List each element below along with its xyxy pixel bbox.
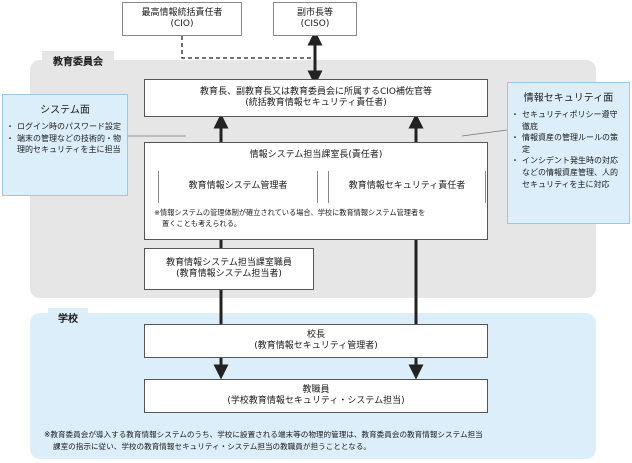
security-side-item: インシデント発生時の対応などの情報資産管理、人的セキュリティを主に対応 (511, 155, 625, 190)
cio-abbr: (CIO) (170, 19, 194, 29)
system-side-title: システム面 (40, 105, 90, 116)
school-staff-box: 教職員 (学校教育情報セキュリティ・システム担当) (144, 379, 488, 413)
security-side-item: セキュリティポリシー遵守徹底 (511, 109, 625, 132)
cio-title: 最高情報統括責任者 (141, 7, 223, 18)
system-side-item: 端末の管理などの技術的・物理的セキュリティを主に担当 (6, 133, 123, 156)
security-side-panel: 情報セキュリティ面 セキュリティポリシー遵守徹底 情報資産の管理ルールの策定 イ… (507, 82, 630, 224)
principal-box: 校長 (教育情報セキュリティ管理者) (144, 324, 488, 358)
division-note: ※情報システムの管理体制が確立されている場合、学校に教育情報システム管理者を 置… (154, 208, 484, 230)
cio-dashed-line (181, 36, 312, 59)
edu-staff-line2: (教育情報システム担当者) (176, 269, 282, 279)
sys-manager-label: 教育情報システム管理者 (188, 181, 288, 192)
principal-line1: 校長 (306, 329, 325, 340)
principal-line2: (教育情報セキュリティ管理者) (254, 341, 378, 351)
division-note-line1: ※情報システムの管理体制が確立されている場合、学校に教育情報システム管理者を (154, 208, 426, 217)
cio-assistant-line1: 教育長、副教育長又は教育委員会に所属するCIO補佐官等 (199, 86, 433, 97)
security-side-list: セキュリティポリシー遵守徹底 情報資産の管理ルールの策定 インシデント発生時の対… (508, 109, 629, 190)
security-side-item: 情報資産の管理ルールの策定 (511, 132, 625, 155)
school-staff-line1: 教職員 (302, 384, 330, 395)
system-side-list: ログイン時のパスワード設定 端末の管理などの技術的・物理的セキュリティを主に担当 (3, 121, 127, 156)
security-side-title: 情報セキュリティ面 (523, 93, 614, 104)
division-note-line2: 置くことも考えられる。 (162, 218, 242, 228)
sys-manager-box: 教育情報システム管理者 (158, 171, 318, 203)
sec-manager-box: 教育情報セキュリティ責任者 (328, 171, 486, 203)
cio-assistant-box: 教育長、副教育長又は教育委員会に所属するCIO補佐官等 (統括教育情報セキュリテ… (144, 79, 488, 117)
edu-board-label: 教育委員会 (42, 51, 114, 69)
school-note-line1: ※教育委員会が導入する教育情報システムのうち、学校に設置される端末等の物理的管理… (44, 430, 483, 439)
system-side-panel: システム面 ログイン時のパスワード設定 端末の管理などの技術的・物理的セキュリテ… (2, 94, 128, 196)
cio-assistant-line2: (統括教育情報セキュリティ責任者) (245, 98, 387, 108)
ciso-abbr: (CISO) (300, 19, 330, 29)
school-note: ※教育委員会が導入する教育情報システムのうち、学校に設置される端末等の物理的管理… (44, 429, 592, 453)
security-pointer (461, 129, 508, 137)
ciso-title: 副市長等 (296, 7, 333, 18)
school-note-line2: 課室の指示に従い、学校の教育情報セキュリティ・システム担当の教職員が担うこととな… (53, 441, 372, 451)
school-label: 学校 (48, 308, 88, 326)
division-head-title: 情報システム担当課室長(責任者) (249, 150, 383, 160)
sec-manager-label: 教育情報セキュリティ責任者 (348, 181, 466, 192)
system-side-item: ログイン時のパスワード設定 (6, 121, 123, 133)
school-staff-line2: (学校教育情報セキュリティ・システム担当) (227, 396, 405, 406)
ciso-box: 副市長等 (CISO) (273, 2, 357, 36)
edu-staff-line1: 教育情報システム担当課室職員 (166, 257, 292, 268)
edu-staff-box: 教育情報システム担当課室職員 (教育情報システム担当者) (144, 248, 314, 290)
cio-box: 最高情報統括責任者 (CIO) (122, 2, 242, 36)
